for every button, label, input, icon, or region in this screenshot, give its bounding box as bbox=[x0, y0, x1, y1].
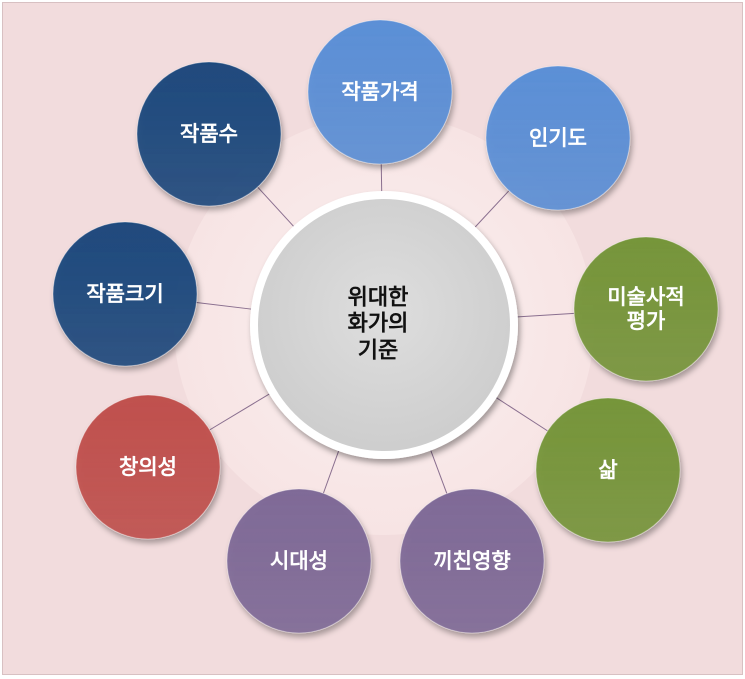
node-label-art-history: 미술사적 평가 bbox=[607, 285, 684, 333]
node-label-price: 작품가격 bbox=[341, 80, 418, 104]
node-label-count: 작품수 bbox=[180, 122, 238, 146]
center-label: 위대한 화가의 기준 bbox=[348, 285, 409, 364]
node-label-size: 작품크기 bbox=[86, 282, 163, 306]
node-label-influence: 끼친영향 bbox=[433, 549, 510, 573]
node-label-creativity: 창의성 bbox=[119, 455, 177, 479]
node-label-era: 시대성 bbox=[270, 549, 328, 573]
node-label-life: 삶 bbox=[598, 458, 617, 482]
node-label-popularity: 인기도 bbox=[529, 126, 587, 150]
